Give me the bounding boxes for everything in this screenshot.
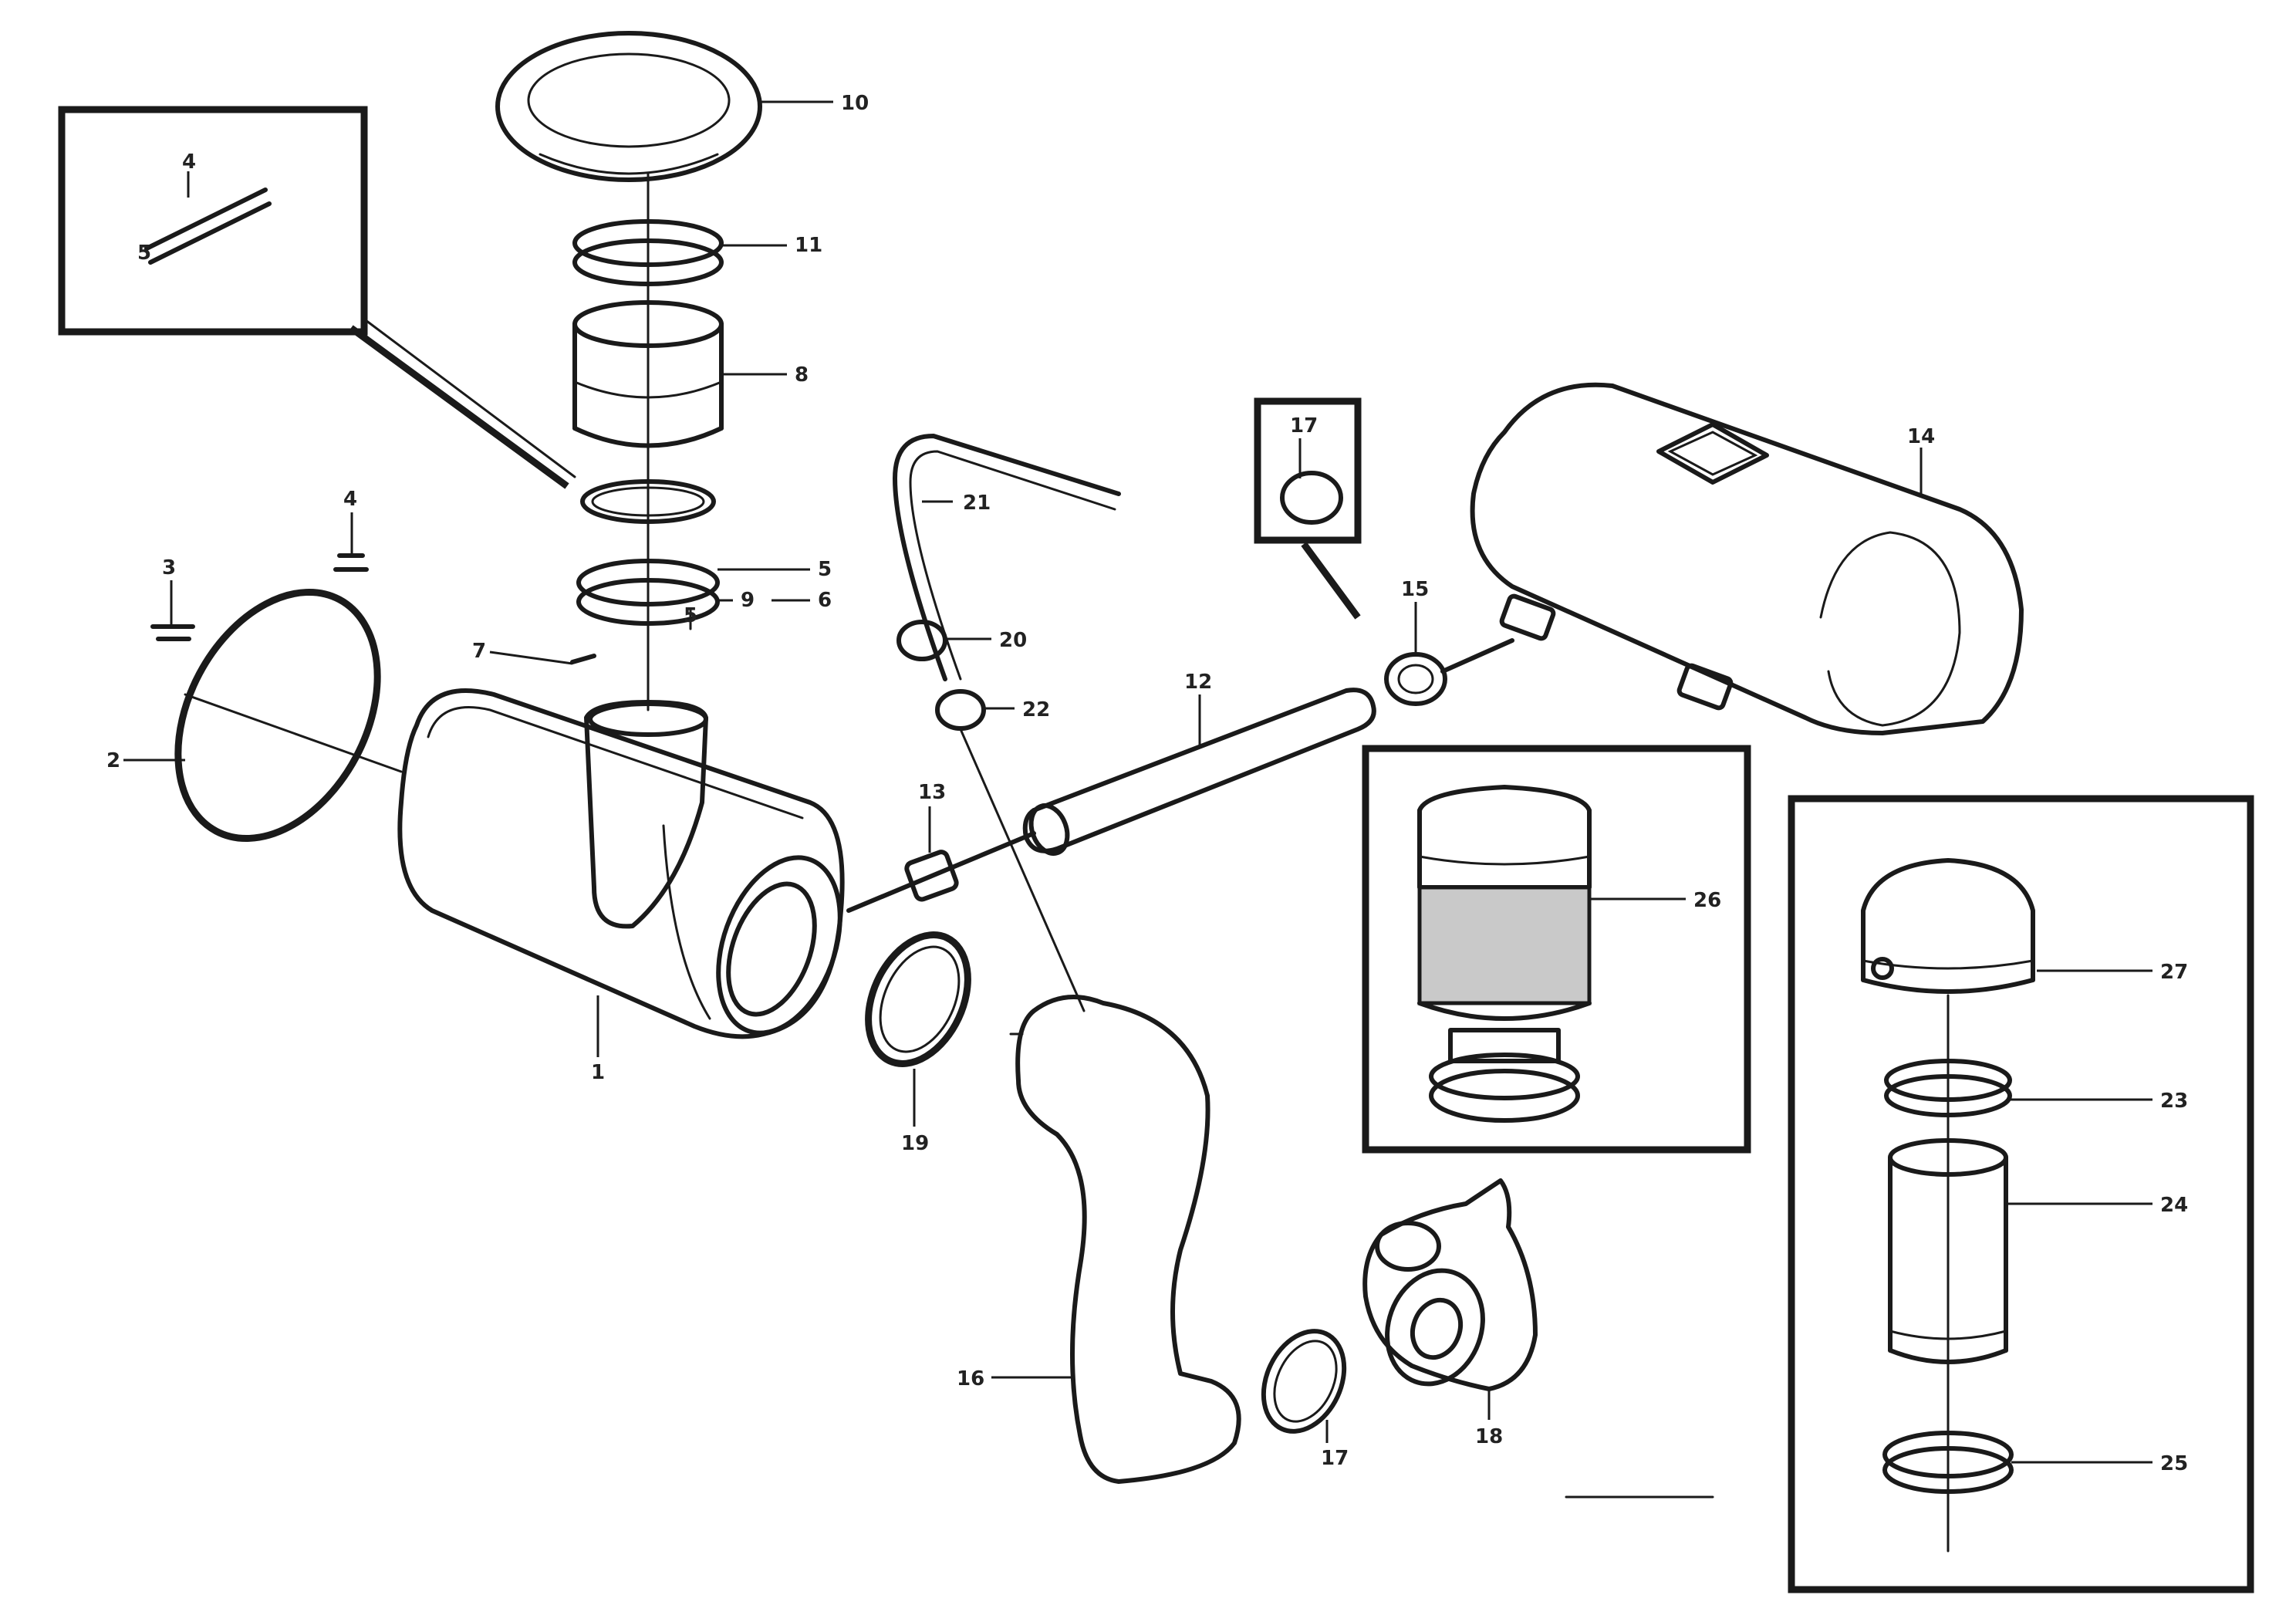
label-3: 3: [162, 556, 176, 580]
label-6: 6: [818, 589, 832, 612]
label-17: 17: [1290, 414, 1318, 438]
label-23: 23: [2160, 1090, 2188, 1113]
fitting-13: 13: [846, 781, 1036, 913]
label-8: 8: [795, 363, 809, 387]
label-19: 19: [901, 1132, 929, 1155]
label-2: 2: [106, 749, 120, 772]
label-5a: 5: [137, 242, 151, 265]
connector-15: 15: [1384, 578, 1514, 706]
turbocharger: 18: [1362, 1178, 1538, 1448]
label-5b: 5: [818, 558, 832, 581]
label-22: 22: [1022, 698, 1050, 721]
detail-box-pre-cleaner: 26: [1362, 745, 1751, 1154]
detail-box-pin: 4 5: [58, 106, 576, 489]
screw: 7: [472, 640, 596, 665]
label-9: 9: [741, 589, 755, 612]
label-7: 7: [472, 640, 486, 663]
end-cover: 2 3 4: [106, 488, 403, 843]
label-18: 18: [1475, 1425, 1503, 1448]
label-13: 13: [918, 781, 946, 804]
label-16: 16: [957, 1367, 984, 1391]
label-10: 10: [841, 92, 869, 115]
clamp-upper: 11: [572, 219, 822, 286]
label-21: 21: [963, 492, 991, 515]
rain-cap: 10: [495, 31, 869, 182]
hose-clamp-17: 17: [1261, 1329, 1349, 1470]
connecting-pipe: 12: [1022, 671, 1376, 856]
label-15: 15: [1401, 578, 1429, 601]
label-5c: 5: [684, 604, 697, 627]
air-filter-housing: 1: [397, 688, 845, 1084]
label-24: 24: [2160, 1194, 2188, 1217]
label-20: 20: [999, 629, 1027, 652]
air-tank: 14: [1470, 382, 2024, 735]
label-4: 4: [182, 150, 196, 174]
vent-hose: 21 20 22: [893, 434, 1121, 1012]
detail-box-filter-stack: 27 23 24 25: [1788, 795, 2254, 1593]
pre-cleaner-pipe: 8: [572, 300, 809, 448]
label-1: 1: [591, 1061, 605, 1084]
clamp-lower: 5 9 6 5: [576, 558, 832, 630]
label-27: 27: [2160, 961, 2188, 984]
label-12: 12: [1184, 671, 1212, 694]
label-17b: 17: [1321, 1447, 1349, 1470]
hose-clamp-19: 19: [865, 931, 971, 1155]
label-26: 26: [1693, 889, 1721, 912]
detail-box-17: 17: [1254, 397, 1362, 620]
label-11: 11: [795, 234, 822, 257]
label-14: 14: [1907, 425, 1935, 448]
intake-hose: 16: [957, 995, 1241, 1484]
label-25: 25: [2160, 1452, 2188, 1475]
label-4b: 4: [343, 488, 357, 511]
